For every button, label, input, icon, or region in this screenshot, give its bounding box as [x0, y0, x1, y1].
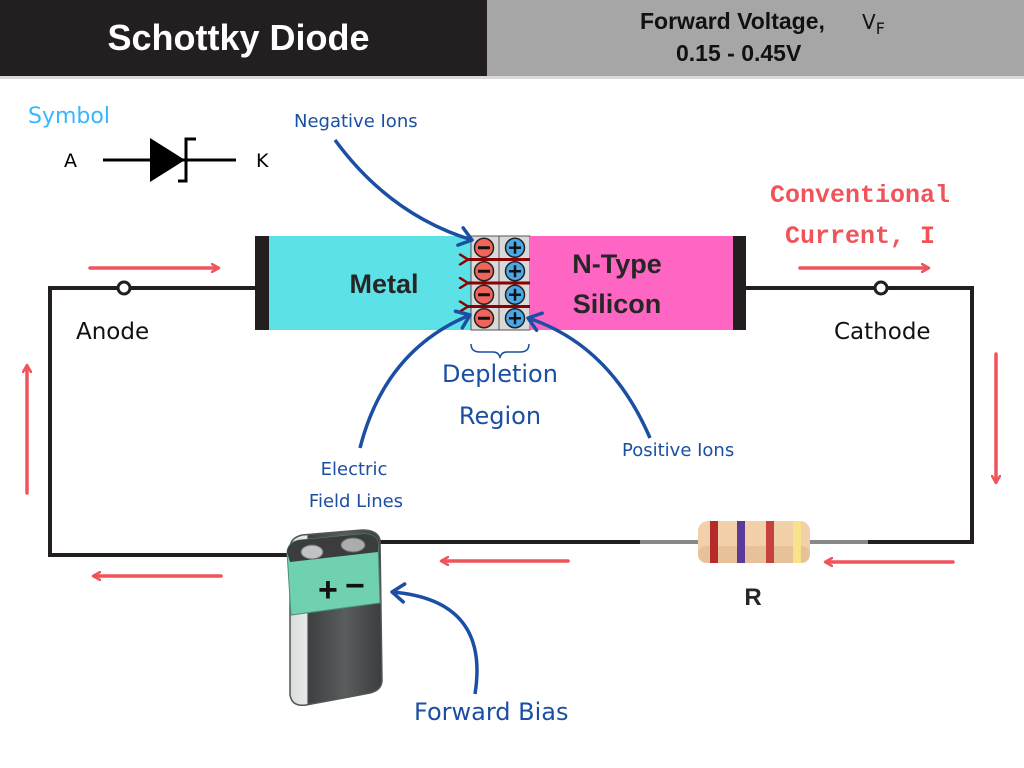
resistor-band-1	[710, 521, 718, 563]
resistor-shade	[698, 546, 810, 563]
positive-ion	[504, 237, 526, 258]
vf-symbol-v: V	[862, 10, 876, 34]
battery-terminal-positive	[300, 544, 324, 560]
vf-subscript: F	[875, 19, 885, 38]
resistor-label: R	[744, 584, 761, 611]
title-bar: Schottky Diode	[0, 0, 487, 76]
forward-voltage-symbol: VF	[862, 10, 885, 38]
positive-ion	[504, 261, 526, 282]
positive-ion	[504, 308, 526, 329]
negative-ion	[473, 284, 495, 305]
negative-ions-arrow	[333, 138, 474, 247]
ntype-label-line2: Silicon	[573, 289, 662, 319]
resistor	[698, 521, 810, 563]
positive-ion	[504, 284, 526, 305]
ntype-label-line1: N-Type	[572, 249, 662, 279]
diode-right-cap	[733, 236, 746, 330]
symbol-title: Symbol	[28, 104, 110, 129]
forward-voltage-panel	[487, 0, 1024, 76]
diode-symbol	[103, 137, 236, 183]
negative-ion	[473, 261, 495, 282]
electric-field-label-line2: Field Lines	[309, 491, 403, 512]
electric-field-label-line1: Electric	[321, 459, 388, 480]
forward-bias-label: Forward Bias	[414, 698, 569, 726]
resistor-band-2	[737, 521, 745, 563]
metal-region	[269, 236, 471, 330]
negative-ions-label: Negative Ions	[294, 111, 418, 132]
current-label-line1: Conventional	[770, 181, 950, 210]
current-arrows	[27, 268, 996, 576]
positive-ions-label: Positive Ions	[622, 440, 734, 461]
forward-voltage-range: 0.15 - 0.45V	[676, 40, 802, 66]
battery: + −	[286, 529, 383, 707]
wire-left	[48, 286, 292, 557]
forward-bias-arrow	[390, 582, 479, 695]
electric-field-arrow	[358, 309, 472, 449]
metal-label: Metal	[349, 269, 418, 299]
negative-ion	[473, 308, 495, 329]
symbol-cathode-letter: K	[256, 150, 269, 172]
cathode-terminal	[873, 280, 889, 296]
depletion-label-line1: Depletion	[442, 360, 558, 388]
ntype-region	[530, 236, 733, 330]
battery-minus-sign: −	[345, 567, 365, 605]
diode-left-cap	[255, 236, 269, 330]
resistor-band-4	[793, 521, 801, 563]
current-label-line2: Current, I	[785, 222, 935, 251]
anode-terminal	[116, 280, 132, 296]
battery-terminal-negative	[340, 537, 366, 553]
header-divider	[0, 76, 1024, 79]
depletion-label-line2: Region	[459, 402, 541, 430]
ion-layer	[468, 237, 530, 329]
symbol-triangle	[150, 138, 185, 182]
anode-label: Anode	[76, 319, 149, 345]
symbol-anode-letter: A	[64, 150, 77, 172]
page-title: Schottky Diode	[107, 17, 370, 58]
positive-ions-arrow	[526, 311, 652, 439]
resistor-band-3	[766, 521, 774, 563]
circuit-wires	[48, 286, 974, 557]
symbol-schottky-bar	[178, 137, 196, 183]
wire-right	[745, 286, 974, 544]
depletion-brace	[470, 343, 530, 359]
negative-ion	[473, 237, 495, 258]
forward-voltage-label: Forward Voltage,	[640, 8, 825, 34]
battery-plus-sign: +	[318, 571, 338, 609]
cathode-label: Cathode	[834, 319, 931, 345]
